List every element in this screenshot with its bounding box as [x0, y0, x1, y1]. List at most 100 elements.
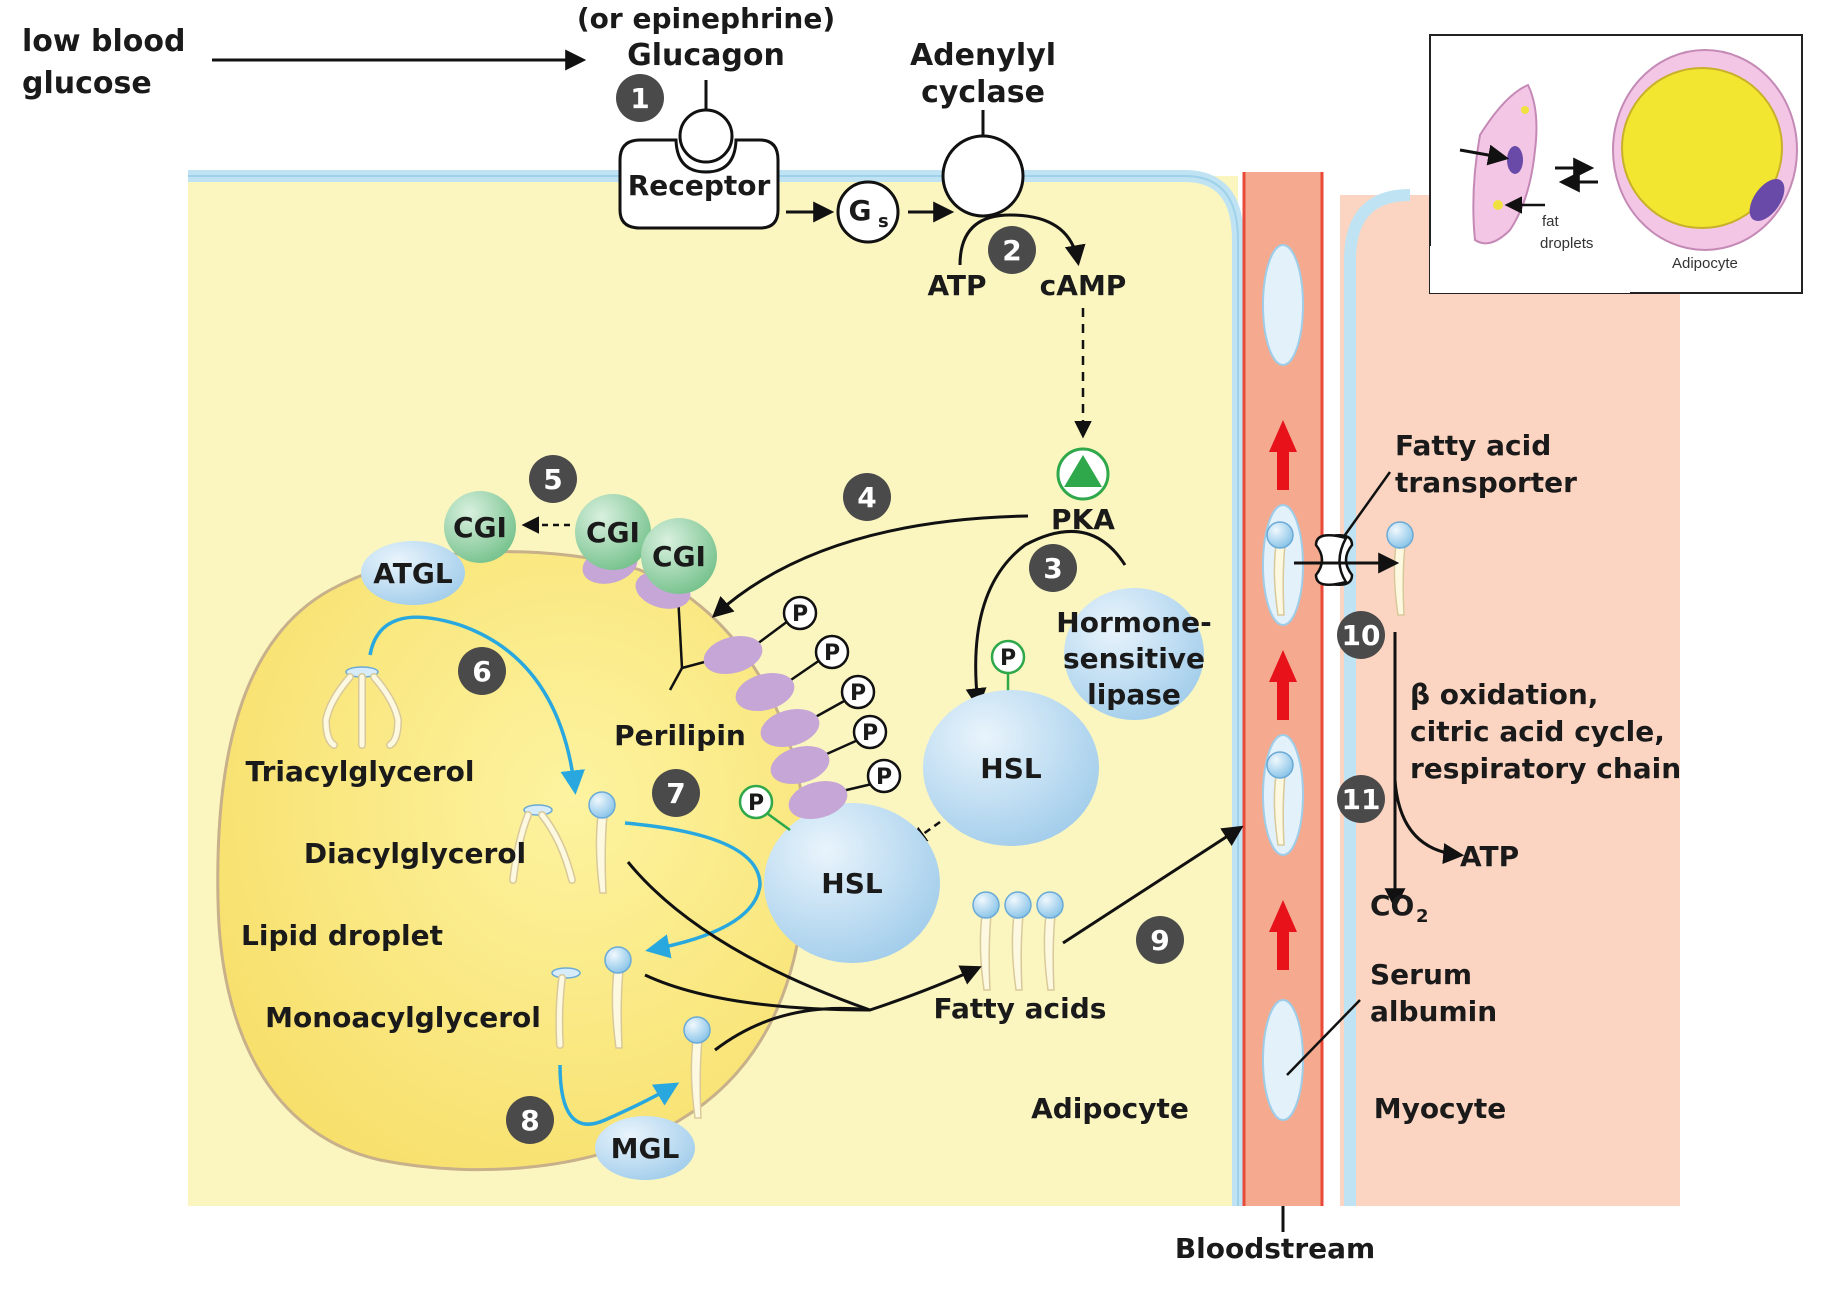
- adenylyl-cyclase: [941, 110, 1025, 218]
- step-badge-10: 10: [1337, 611, 1385, 659]
- acyl-chain: [370, 673, 403, 749]
- perilipin-unit: P: [760, 674, 876, 748]
- svg-text:droplets: droplets: [1540, 235, 1593, 252]
- svg-text:Hormone-: Hormone-: [1056, 606, 1211, 639]
- svg-text:5: 5: [543, 463, 562, 496]
- blood-flow-arrows: [1269, 420, 1297, 970]
- svg-text:ATGL: ATGL: [373, 557, 453, 590]
- acyl-chain: [555, 974, 566, 1049]
- svg-text:CGI: CGI: [652, 540, 706, 573]
- svg-text:CGI: CGI: [453, 511, 507, 544]
- adipocyte-label: Adipocyte: [1031, 1092, 1189, 1125]
- receptor-label: Receptor: [628, 169, 771, 202]
- fatty-acid-transporter: Fatty acid transporter: [1294, 429, 1577, 587]
- step-badge-7: 7: [652, 769, 700, 817]
- adenylyl-label-1: Adenylyl: [910, 38, 1056, 73]
- svg-text:transporter: transporter: [1395, 466, 1577, 499]
- svg-text:9: 9: [1150, 924, 1169, 957]
- svg-text:1: 1: [630, 82, 649, 115]
- svg-text:Fatty acids: Fatty acids: [934, 992, 1107, 1025]
- svg-text:6: 6: [472, 655, 491, 688]
- cgi-atgl: CGI CGI CGI ATGL: [361, 491, 717, 609]
- gs-protein: G s: [836, 180, 900, 244]
- svg-text:HSL: HSL: [980, 752, 1042, 785]
- lipid-molecules: [321, 521, 1414, 1119]
- perilipin-unit: P: [735, 634, 850, 712]
- svg-text:2: 2: [1416, 906, 1429, 927]
- svg-text:albumin: albumin: [1370, 995, 1497, 1028]
- glycerol-icon: [551, 967, 581, 979]
- step-badge-2: 2: [988, 226, 1036, 274]
- svg-text:G: G: [849, 194, 872, 227]
- myocyte-atp-label: ATP: [1460, 840, 1519, 873]
- fatty-acid-molecule: [604, 946, 632, 1049]
- epinephrine-label: (or epinephrine): [577, 2, 835, 35]
- fatty-acid-molecule: [1266, 521, 1294, 616]
- fatty-acid-molecule: [1004, 891, 1032, 991]
- svg-text:P: P: [792, 602, 808, 627]
- perilipin-unit: P: [770, 714, 888, 785]
- perilipin-unit: P: [788, 758, 902, 820]
- svg-text:respiratory chain: respiratory chain: [1410, 752, 1681, 785]
- phosphate-icon: [852, 714, 888, 750]
- step-badge-11: 11: [1337, 775, 1385, 823]
- step-badge-6: 6: [458, 647, 506, 695]
- svg-text:P: P: [862, 721, 878, 746]
- svg-text:P: P: [850, 681, 866, 706]
- fatty-acids-cluster: Fatty acids: [934, 992, 1107, 1025]
- step-badges: 1 2 3 4 5 6 7 8 9 10 11: [458, 74, 1385, 1144]
- top-labels: low blood glucose (or epinephrine) Gluca…: [22, 2, 1056, 110]
- acyl-chain: [538, 811, 576, 884]
- acyl-chain: [509, 811, 532, 884]
- svg-text:4: 4: [857, 481, 876, 514]
- svg-text:8: 8: [520, 1104, 539, 1137]
- trigger-text-1: low blood: [22, 24, 186, 59]
- svg-text:s: s: [878, 211, 889, 232]
- hormone-sensitive-lipase: Hormone- sensitive lipase: [1056, 588, 1212, 720]
- co2-label: CO 2: [1370, 889, 1429, 927]
- camp-label: cAMP: [1040, 269, 1127, 302]
- svg-text:lipase: lipase: [1087, 678, 1181, 711]
- perilipin-unit: P: [703, 595, 818, 675]
- phosphate-icon: [782, 595, 818, 631]
- phosphate-icon: [814, 634, 850, 670]
- svg-text:HSL: HSL: [821, 867, 883, 900]
- step-badge-4: 4: [843, 473, 891, 521]
- fatty-acid-molecule: [1036, 891, 1064, 991]
- step-badge-3: 3: [1029, 544, 1077, 592]
- triacylglycerol-label: Triacylglycerol: [246, 755, 475, 788]
- glucagon-receptor: Receptor: [618, 80, 780, 230]
- diacylglycerol-label: Diacylglycerol: [304, 837, 526, 870]
- step-badge-9: 9: [1136, 916, 1184, 964]
- bloodstream-label: Bloodstream: [1175, 1232, 1375, 1265]
- atp-label: ATP: [927, 269, 986, 302]
- svg-text:Fatty acid: Fatty acid: [1395, 429, 1551, 462]
- svg-text:10: 10: [1342, 619, 1381, 652]
- svg-text:MGL: MGL: [611, 1132, 680, 1165]
- svg-text:Serum: Serum: [1370, 958, 1472, 991]
- svg-text:P: P: [824, 641, 840, 666]
- svg-text:Adipocyte: Adipocyte: [1672, 255, 1738, 272]
- svg-text:7: 7: [666, 777, 685, 810]
- glucagon-label: Glucagon: [627, 38, 785, 73]
- step-badge-8: 8: [506, 1096, 554, 1144]
- hsl-phosphorylated: P HSL: [923, 639, 1099, 846]
- step-badge-5: 5: [529, 455, 577, 503]
- svg-text:3: 3: [1043, 552, 1062, 585]
- phosphate-icon: [840, 674, 876, 710]
- svg-text:P: P: [876, 765, 892, 790]
- svg-text:fat: fat: [1542, 213, 1560, 230]
- hsl-on-droplet: HSL P: [738, 784, 940, 963]
- fatty-acid-molecule: [1266, 751, 1294, 846]
- myocyte-cell: [1340, 189, 1680, 1206]
- fatty-acid-molecule: [972, 891, 1000, 991]
- fatty-acid-molecule: [588, 791, 616, 894]
- phosphate-icon: [866, 758, 902, 794]
- svg-text:P: P: [1000, 646, 1016, 671]
- adenylyl-label-2: cyclase: [921, 75, 1045, 110]
- svg-text:P: P: [748, 791, 764, 816]
- monoacylglycerol-label: Monoacylglycerol: [265, 1001, 541, 1034]
- svg-text:CO: CO: [1370, 889, 1414, 922]
- inset-image: fat droplets Adipocyte: [1429, 34, 1803, 294]
